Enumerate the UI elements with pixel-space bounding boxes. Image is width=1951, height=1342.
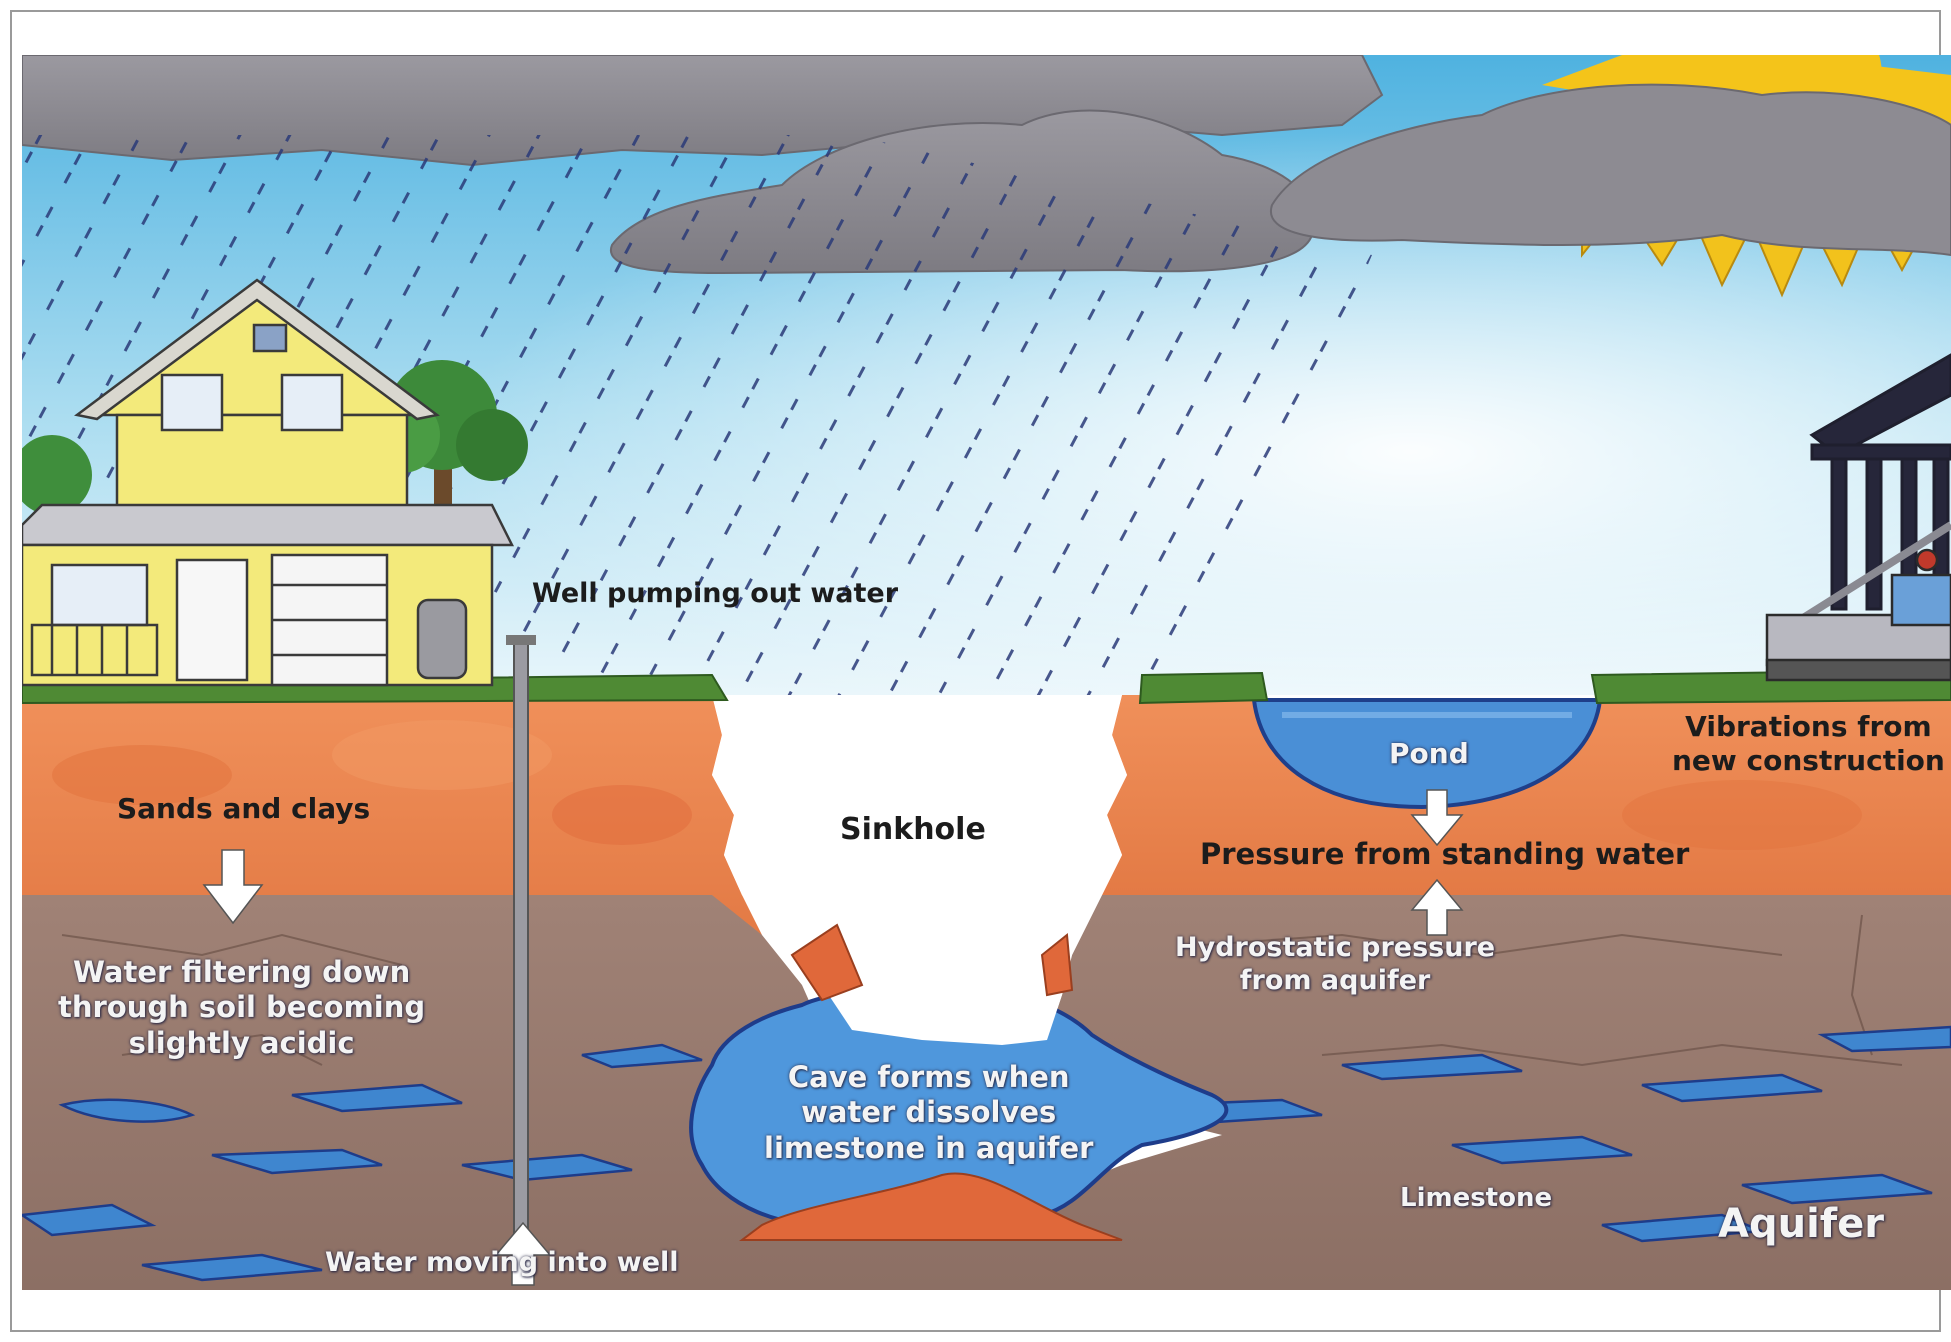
label-hydrostatic-line2: from aquifer bbox=[1239, 964, 1431, 996]
label-vibrations-line1: Vibrations from bbox=[1685, 710, 1932, 743]
label-vibrations: Vibrations from new construction bbox=[1672, 710, 1945, 778]
label-cave-line3: limestone in aquifer bbox=[764, 1130, 1094, 1165]
label-filtering-line1: Water filtering down bbox=[72, 955, 411, 989]
pond bbox=[1251, 698, 1603, 810]
label-hydrostatic-pressure: Hydrostatic pressure from aquifer bbox=[1175, 932, 1495, 998]
construction-vehicle-icon bbox=[1765, 521, 1951, 682]
label-cave-line2: water dissolves bbox=[801, 1095, 1057, 1130]
sinkhole-diagram bbox=[22, 55, 1951, 1290]
label-filtering-line2: through soil becoming bbox=[58, 990, 426, 1025]
label-sands-and-clays: Sands and clays bbox=[117, 792, 371, 825]
label-hydrostatic-line1: Hydrostatic pressure bbox=[1175, 932, 1496, 963]
label-limestone: Limestone bbox=[1400, 1183, 1553, 1213]
label-cave-forms: Cave forms when water dissolves limeston… bbox=[764, 1060, 1093, 1166]
arrow-up-icon bbox=[1410, 878, 1464, 936]
label-pond: Pond bbox=[1389, 737, 1469, 770]
label-pressure-standing-water: Pressure from standing water bbox=[1200, 837, 1690, 871]
arrow-down-icon bbox=[202, 849, 264, 925]
label-vibrations-line2: new construction bbox=[1672, 744, 1945, 778]
aquifer-water-channels bbox=[22, 1025, 1951, 1282]
label-water-moving-into-well: Water moving into well bbox=[325, 1247, 679, 1278]
label-water-filtering: Water filtering down through soil becomi… bbox=[58, 955, 425, 1061]
label-sinkhole: Sinkhole bbox=[840, 812, 986, 847]
arrow-down-icon bbox=[1410, 789, 1464, 847]
limestone-layer bbox=[22, 895, 1951, 1290]
arrow-up-icon bbox=[494, 1221, 552, 1286]
label-aquifer: Aquifer bbox=[1718, 1201, 1885, 1247]
house-icon bbox=[22, 278, 515, 687]
label-well-pumping: Well pumping out water bbox=[532, 578, 899, 609]
label-filtering-line3: slightly acidic bbox=[128, 1025, 355, 1060]
label-cave-line1: Cave forms when bbox=[787, 1060, 1070, 1094]
